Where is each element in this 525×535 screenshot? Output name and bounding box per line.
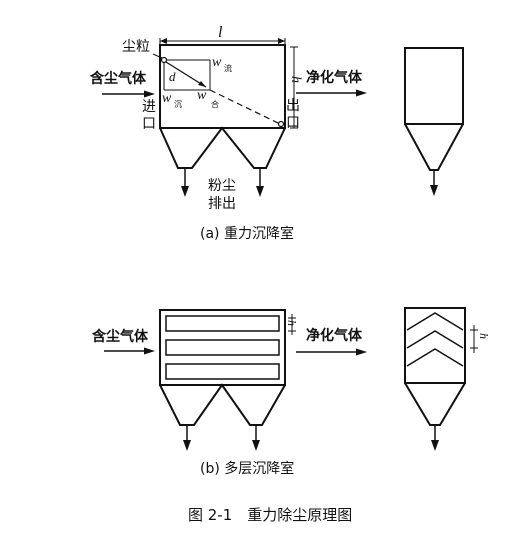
tray-1 [165, 315, 280, 332]
discharge-arrow-a1 [181, 186, 189, 197]
chamber-b-hoppers [159, 383, 286, 426]
height-label-b: h [285, 320, 299, 326]
trajectory-dashed [209, 89, 281, 125]
discharge-arrow-a2 [256, 186, 264, 197]
tray-3 [165, 363, 280, 380]
clean-gas-label-a: 净化气体 [306, 69, 363, 86]
dusty-gas-label-a: 含尘气体 [90, 70, 147, 87]
svg-text:合: 合 [211, 99, 219, 109]
inlet-label-2: 口 [142, 116, 156, 132]
subcaption-b: (b) 多层沉降室 [200, 460, 294, 477]
outlet-arrow-b [356, 348, 367, 356]
chamber-b-side: h [404, 307, 491, 451]
svg-text:流: 流 [224, 63, 232, 73]
chevron-tray-3 [406, 348, 464, 367]
chamber-a-hoppers [159, 126, 286, 169]
svg-text:w: w [212, 55, 222, 70]
dust-discharge-label-2: 排出 [208, 196, 236, 212]
discharge-arrow-a-side [430, 185, 438, 196]
length-label: l [218, 24, 223, 41]
svg-text:w: w [197, 88, 207, 103]
particle-label: 尘粒 [122, 39, 150, 55]
outlet-label-1: 出 [286, 98, 300, 114]
outlet-arrow-a [356, 89, 367, 97]
chamber-b-body [159, 309, 286, 386]
height-label-a: h [288, 76, 303, 83]
discharge-arrow-b1 [183, 440, 191, 451]
svg-text:沉: 沉 [174, 100, 182, 109]
outlet-label-2: 口 [286, 115, 300, 131]
height-label-b-side: h [477, 333, 491, 339]
inlet-label-1: 进 [142, 99, 156, 115]
particle-end [277, 120, 285, 128]
chamber-b-front: h 含尘气体 净化气体 [92, 309, 367, 451]
dusty-gas-label-b: 含尘气体 [92, 328, 149, 345]
particle-start [160, 56, 168, 64]
subcaption-a: (a) 重力沉降室 [200, 225, 294, 242]
velocity-combined-vector [165, 61, 207, 88]
chamber-a-front: l d w 流 w 沉 w 合 尘粒 含尘气体 进 口 h 净化气体 [90, 24, 367, 212]
dust-discharge-label-1: 粉尘 [208, 178, 236, 194]
chamber-a-body [159, 44, 286, 129]
inlet-arrow-b [144, 347, 155, 355]
discharge-arrow-b-side [431, 440, 439, 451]
svg-text:w: w [162, 91, 172, 106]
chamber-a-side [404, 47, 464, 196]
chevron-tray-1 [406, 312, 464, 331]
tray-2 [165, 339, 280, 356]
svg-text:d: d [169, 69, 176, 84]
figure-caption: 图 2-1 重力除尘原理图 [188, 506, 352, 524]
inlet-arrow-a [144, 90, 155, 98]
clean-gas-label-b: 净化气体 [306, 327, 363, 344]
discharge-arrow-b2 [252, 440, 260, 451]
chevron-tray-2 [406, 330, 464, 349]
